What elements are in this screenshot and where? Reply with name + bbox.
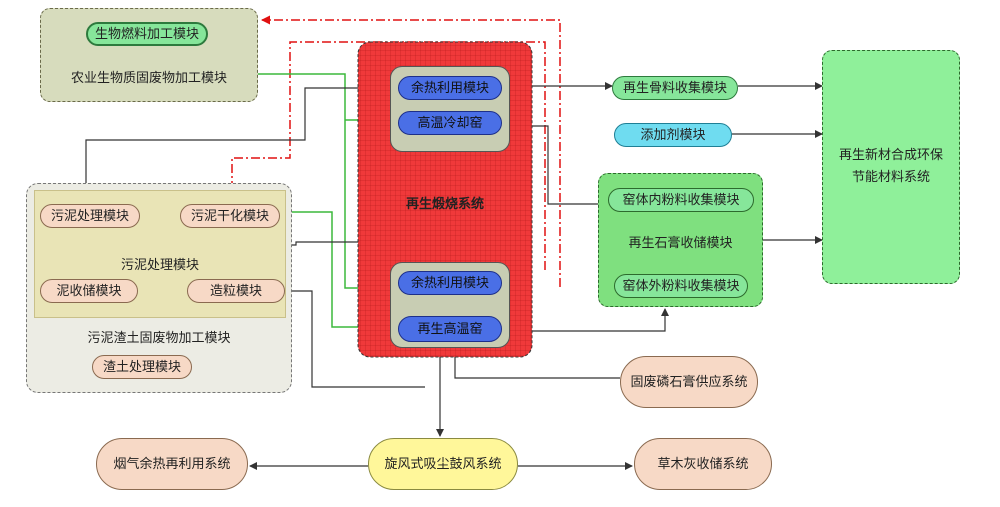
top-cooling-label: 高温冷却窑 [417,115,483,131]
inner-powder-label: 窑体内粉料收集模块 [622,192,740,208]
bottom-kiln-label: 再生高温窑 [417,321,483,337]
red-feedback-lines [227,15,561,287]
aggregate-collect-module[interactable]: 再生骨料收集模块 [612,76,738,100]
biofuel-module[interactable]: 生物燃料加工模块 [86,22,208,46]
line-kiln-to-outer [510,308,669,332]
line-cool-to-inner [530,125,608,205]
black-process-lines [85,82,823,470]
line-phospho-to-kiln [454,357,620,379]
outer-powder-label: 窑体外粉料收集模块 [622,278,740,294]
gypsum-title: 再生石膏收储模块 [628,236,733,251]
soil-treat-label: 渣土处理模块 [102,359,181,375]
line-loop-left [85,87,393,183]
outer-powder-module[interactable]: 窑体外粉料收集模块 [614,274,748,298]
flue-label: 烟气余热再利用系统 [113,456,231,472]
phospho-label: 固废磷石膏供应系统 [630,374,748,390]
plant-ash-storage-system[interactable]: 草木灰收储系统 [634,438,772,490]
bottom-waste-heat-label: 余热利用模块 [410,275,489,291]
mud-store-module[interactable]: 泥收储模块 [40,279,138,303]
red-loop-inner [227,41,546,270]
sludge-inner-title: 污泥处理模块 [120,258,199,273]
line-gran-to-cyclone [287,290,425,388]
top-cooling-kiln[interactable]: 高温冷却窑 [398,111,502,135]
final-material-system[interactable]: 再生新材合成环保节能材料系统 [822,50,960,284]
top-waste-heat-module[interactable]: 余热利用模块 [398,76,502,100]
mud-store-label: 泥收储模块 [56,283,122,299]
sludge-dry-label: 污泥干化模块 [190,208,269,224]
red-loop-outer [261,15,561,287]
agri-title: 农业生物质固废物加工模块 [70,71,227,86]
additive-module[interactable]: 添加剂模块 [614,123,732,147]
sludge-group-title: 污泥渣土固废物加工模块 [87,331,231,346]
bottom-waste-heat-module[interactable]: 余热利用模块 [398,271,502,295]
cyclone-blower-system[interactable]: 旋风式吸尘鼓风系统 [368,438,518,490]
additive-label: 添加剂模块 [640,127,706,143]
sludge-treat-label: 污泥处理模块 [50,208,129,224]
phospho-gypsum-supply[interactable]: 固废磷石膏供应系统 [620,356,758,408]
inner-powder-module[interactable]: 窑体内粉料收集模块 [608,188,754,212]
sludge-dry-module[interactable]: 污泥干化模块 [180,204,280,228]
granulate-label: 造粒模块 [209,283,262,299]
final-material-label: 再生新材合成环保节能材料系统 [838,148,943,185]
biofuel-label: 生物燃料加工模块 [94,26,199,42]
ash-label: 草木灰收储系统 [657,456,749,472]
aggregate-label: 再生骨料收集模块 [622,80,727,96]
bottom-high-temp-kiln[interactable]: 再生高温窑 [398,316,502,342]
cyclone-label: 旋风式吸尘鼓风系统 [384,456,502,472]
top-waste-heat-label: 余热利用模块 [410,80,489,96]
kiln-title: 再生煅烧系统 [405,197,484,212]
flue-heat-reuse-system[interactable]: 烟气余热再利用系统 [96,438,248,490]
soil-treat-module[interactable]: 渣土处理模块 [92,355,192,379]
granulate-module[interactable]: 造粒模块 [187,279,285,303]
sludge-treat-module[interactable]: 污泥处理模块 [40,204,140,228]
